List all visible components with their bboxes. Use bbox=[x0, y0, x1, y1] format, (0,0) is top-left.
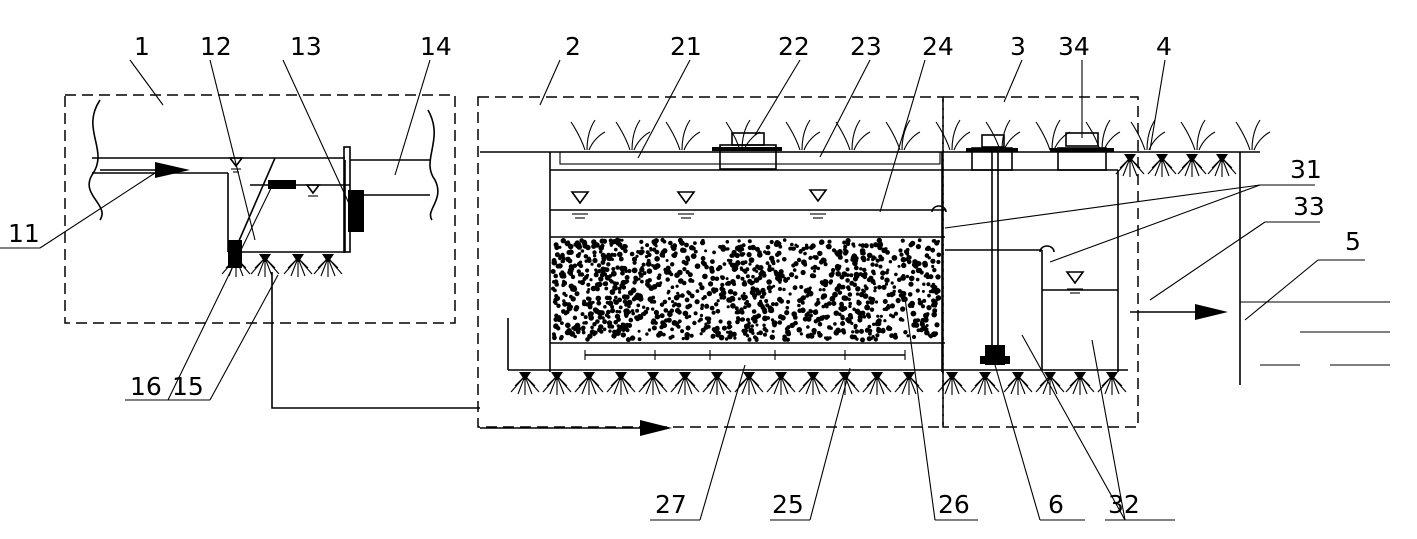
root-cluster bbox=[542, 372, 572, 395]
label-13: 13 bbox=[290, 32, 322, 61]
label-1: 1 bbox=[134, 32, 150, 61]
root-cluster bbox=[830, 372, 860, 395]
plant-icon bbox=[785, 119, 821, 151]
unit-3-frame bbox=[942, 96, 1139, 428]
unit-3 bbox=[937, 96, 1237, 428]
unit-1 bbox=[64, 94, 480, 409]
label-3: 3 bbox=[1010, 32, 1026, 61]
label-2: 2 bbox=[565, 32, 581, 61]
plant-icon bbox=[835, 119, 871, 151]
gravel-media bbox=[550, 237, 942, 343]
transfer-pipe bbox=[271, 272, 480, 409]
water-level-icon bbox=[676, 191, 696, 219]
label-14: 14 bbox=[420, 32, 452, 61]
gate-block bbox=[348, 190, 364, 232]
label-11: 11 bbox=[8, 219, 40, 248]
baffle bbox=[268, 180, 296, 189]
root-cluster bbox=[1097, 372, 1127, 395]
plant-icon bbox=[1130, 119, 1166, 151]
flow-arrow-icon bbox=[100, 162, 190, 178]
water-level-icon bbox=[305, 184, 321, 197]
label-25: 25 bbox=[772, 490, 804, 519]
root-cluster bbox=[937, 372, 967, 395]
soil-cover bbox=[559, 151, 941, 165]
wetland-plants bbox=[570, 119, 1271, 151]
water-level-icon bbox=[570, 191, 590, 219]
plant-roots-icon bbox=[510, 372, 924, 395]
root-cluster bbox=[250, 254, 280, 277]
collector-pipe bbox=[584, 350, 906, 360]
label-34: 34 bbox=[1058, 32, 1090, 61]
manhole-cover-icon bbox=[1050, 132, 1114, 171]
root-cluster bbox=[734, 372, 764, 395]
root-cluster bbox=[1035, 372, 1065, 395]
plant-icon bbox=[935, 119, 971, 151]
root-cluster bbox=[970, 372, 1000, 395]
plant-icon bbox=[1035, 119, 1071, 151]
label-31: 31 bbox=[1290, 155, 1322, 184]
callout-labels: 1 12 13 14 11 16 15 2 21 22 23 24 3 34 4… bbox=[8, 32, 1361, 519]
root-cluster bbox=[283, 254, 313, 277]
label-26: 26 bbox=[938, 490, 970, 519]
manhole-cover-icon bbox=[966, 134, 1018, 171]
root-cluster bbox=[574, 372, 604, 395]
plant-icon bbox=[725, 119, 761, 151]
root-cluster bbox=[1147, 154, 1177, 177]
root-cluster bbox=[766, 372, 796, 395]
plant-roots-icon bbox=[221, 254, 343, 277]
label-23: 23 bbox=[850, 32, 882, 61]
unit-1-frame bbox=[64, 94, 456, 324]
outlet bbox=[1130, 152, 1390, 385]
label-22: 22 bbox=[778, 32, 810, 61]
root-cluster bbox=[1003, 372, 1033, 395]
root-cluster bbox=[638, 372, 668, 395]
root-cluster bbox=[313, 254, 343, 277]
plant-icon bbox=[985, 119, 1021, 151]
root-cluster bbox=[606, 372, 636, 395]
root-cluster bbox=[670, 372, 700, 395]
unit-2 bbox=[477, 96, 1260, 436]
pump-icon bbox=[980, 345, 1010, 365]
label-16: 16 bbox=[130, 372, 162, 401]
water-level-icon bbox=[808, 189, 828, 219]
root-cluster bbox=[510, 372, 540, 395]
label-24: 24 bbox=[922, 32, 954, 61]
root-cluster bbox=[862, 372, 892, 395]
root-cluster bbox=[1177, 154, 1207, 177]
plant-icon bbox=[615, 119, 651, 151]
root-cluster bbox=[1207, 154, 1237, 177]
root-cluster bbox=[798, 372, 828, 395]
flow-arrow-icon bbox=[1130, 304, 1228, 320]
plant-icon bbox=[1085, 119, 1121, 151]
break-line-right bbox=[427, 109, 439, 221]
break-line-left bbox=[88, 99, 103, 221]
label-21: 21 bbox=[670, 32, 702, 61]
plant-icon bbox=[570, 119, 606, 151]
label-5: 5 bbox=[1345, 227, 1361, 256]
label-27: 27 bbox=[655, 490, 687, 519]
flow-arrow-icon bbox=[480, 420, 672, 436]
label-15: 15 bbox=[172, 372, 204, 401]
root-cluster bbox=[702, 372, 732, 395]
label-12: 12 bbox=[200, 32, 232, 61]
label-32: 32 bbox=[1108, 490, 1140, 519]
label-33: 33 bbox=[1293, 192, 1325, 221]
overflow-vent bbox=[931, 205, 947, 213]
root-cluster bbox=[1065, 372, 1095, 395]
root-cluster bbox=[1115, 154, 1145, 177]
manhole-cover-icon bbox=[712, 132, 782, 170]
root-cluster bbox=[894, 372, 924, 395]
water-level-icon bbox=[1065, 271, 1085, 294]
root-cluster bbox=[221, 254, 251, 277]
overflow-vent bbox=[1039, 245, 1055, 253]
label-6: 6 bbox=[1048, 490, 1064, 519]
plant-icon bbox=[1180, 119, 1216, 151]
label-4: 4 bbox=[1156, 32, 1172, 61]
plant-icon bbox=[1235, 119, 1271, 151]
plant-icon bbox=[665, 119, 701, 151]
leader-lines bbox=[0, 59, 1365, 521]
